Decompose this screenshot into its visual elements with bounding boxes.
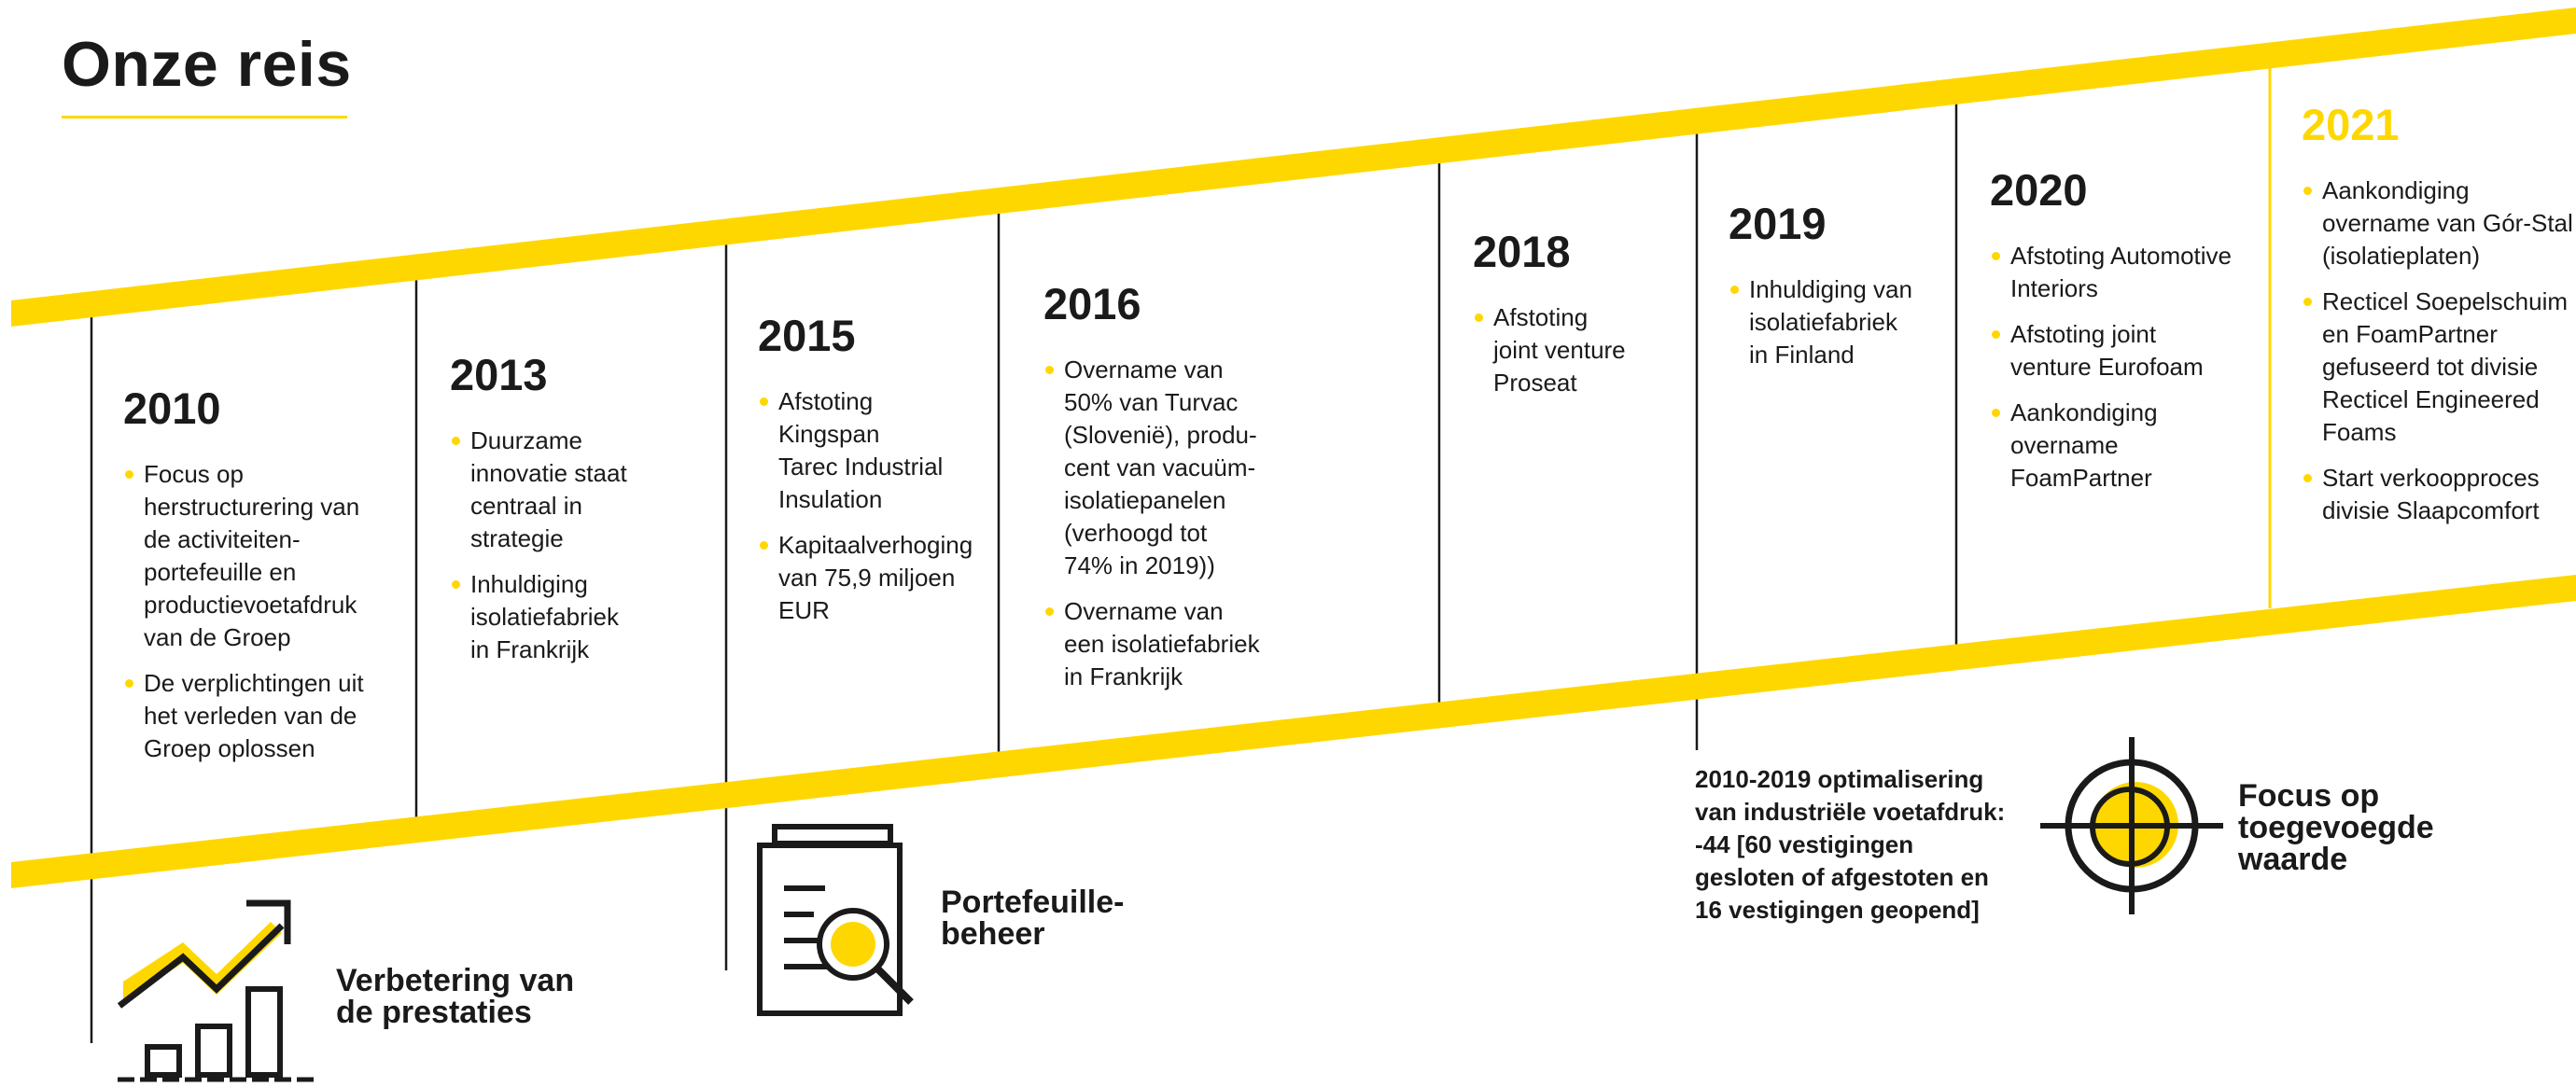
timeline-bullet-text: Duurzame innovatie staat centraal in str… (470, 426, 627, 552)
timeline-bullet-text: Afstoting Automotive Interiors (2010, 242, 2233, 302)
bullet-dot-icon (1992, 409, 2000, 417)
timeline-bullets: Overname van 50% van Turvac (Slovenië), … (1043, 354, 1351, 693)
timeline-bullet: Afstoting joint venture Proseat (1473, 301, 1725, 399)
bullet-dot-icon (1475, 314, 1483, 322)
footprint-note: 2010-2019 optimalisering van industriële… (1695, 765, 2006, 924)
timeline-bullet-text: Kapitaalverhoging van 75,9 miljoen EUR (778, 531, 973, 624)
timeline-bullets: Focus op herstructurering van de activit… (123, 458, 431, 765)
timeline-bullet-text: Aankondiging overname FoamPartner (2010, 398, 2158, 492)
timeline-bullet-text: Overname van een isolatiefabriek in Fran… (1064, 597, 1260, 690)
timeline-bullet-text: Inhuldiging isolatiefabriek in Frankrijk (470, 570, 619, 663)
timeline-year: 2013 (450, 350, 548, 399)
timeline-bullet: Start verkoopproces divisie Slaapcomfort (2302, 462, 2576, 527)
bullet-dot-icon (1045, 607, 1054, 616)
timeline-bullet: Aankondiging overname FoamPartner (1990, 397, 2289, 495)
timeline-bullet-text: De verplichtingen uit het verleden van d… (144, 669, 364, 762)
focus-label: Focus op toegevoegde waarde (2238, 778, 2434, 877)
bullet-dot-icon (1992, 330, 2000, 339)
timeline-bullet: Afstoting joint venture Eurofoam (1990, 318, 2289, 383)
target-crosshair-icon (2040, 737, 2223, 914)
bullet-dot-icon (452, 437, 460, 445)
bullet-dot-icon (1045, 366, 1054, 374)
timeline-bullet: Focus op herstructurering van de activit… (123, 458, 431, 654)
bullet-dot-icon (1992, 252, 2000, 260)
lower-band (11, 575, 2576, 888)
performance-label: Verbetering van de prestaties (336, 963, 575, 1030)
timeline-year: 2020 (1990, 165, 2088, 215)
timeline-bullet-text: Recticel Soepelschuim en FoamPartner gef… (2322, 287, 2569, 446)
timeline-bullets: Afstoting joint venture Proseat (1473, 301, 1725, 399)
timeline-year: 2019 (1729, 199, 1827, 248)
timeline-bullet: Overname van een isolatiefabriek in Fran… (1043, 595, 1351, 693)
bullet-dot-icon (125, 679, 133, 688)
bullet-dot-icon (2303, 298, 2312, 306)
timeline-bullets: Afstoting Kingspan Tarec Industrial Insu… (758, 385, 1038, 627)
document-magnifier-icon (757, 824, 914, 1016)
portfolio-label: Portefeuille- beheer (941, 885, 1125, 952)
timeline-bullet-text: Afstoting joint venture Proseat (1493, 303, 1626, 397)
timeline-bullet: Afstoting Automotive Interiors (1990, 240, 2289, 305)
timeline-year: 2015 (758, 311, 856, 360)
timeline-bullet-text: Start verkoopproces divisie Slaapcomfort (2322, 464, 2540, 524)
bullet-dot-icon (125, 470, 133, 479)
timeline-year: 2010 (123, 383, 221, 433)
bullet-dot-icon (1730, 286, 1739, 294)
timeline-bullet: Overname van 50% van Turvac (Slovenië), … (1043, 354, 1351, 582)
timeline-bullet: De verplichtingen uit het verleden van d… (123, 667, 431, 765)
timeline-bullet: Afstoting Kingspan Tarec Industrial Insu… (758, 385, 1038, 516)
timeline-bullet: Duurzame innovatie staat centraal in str… (450, 425, 730, 555)
bullet-dot-icon (2303, 474, 2312, 482)
timeline-year: 2018 (1473, 227, 1571, 276)
bullet-dot-icon (760, 541, 768, 550)
timeline-bullets: Aankondiging overname van Gór-Stal (isol… (2302, 174, 2576, 527)
rising-chart-icon (117, 899, 319, 1082)
timeline-bullet: Inhuldiging van isolatiefabriek in Finla… (1729, 273, 1999, 371)
timeline-year: 2021 (2302, 100, 2400, 149)
title-underline (62, 116, 347, 118)
timeline-bullet-text: Focus op herstructurering van de activit… (144, 460, 360, 651)
timeline-bullet-text: Inhuldiging van isolatiefabriek in Finla… (1749, 275, 1912, 369)
timeline-bullets: Duurzame innovatie staat centraal in str… (450, 425, 730, 666)
timeline-bullet-text: Afstoting joint venture Eurofoam (2010, 320, 2204, 381)
timeline-year: 2016 (1043, 279, 1141, 328)
timeline-bullet-text: Afstoting Kingspan Tarec Industrial Insu… (778, 387, 944, 513)
page-title: Onze reis (62, 29, 352, 100)
timeline-bullet: Recticel Soepelschuim en FoamPartner gef… (2302, 286, 2576, 449)
upper-band (11, 7, 2576, 327)
timeline-bullet: Inhuldiging isolatiefabriek in Frankrijk (450, 568, 730, 666)
bullet-dot-icon (760, 397, 768, 406)
bullet-dot-icon (452, 580, 460, 589)
timeline-bullets: Inhuldiging van isolatiefabriek in Finla… (1729, 273, 1999, 371)
timeline-bullet-text: Overname van 50% van Turvac (Slovenië), … (1064, 355, 1257, 579)
timeline-bullet: Aankondiging overname van Gór-Stal (isol… (2302, 174, 2576, 272)
timeline-bullet-text: Aankondiging overname van Gór-Stal (isol… (2322, 176, 2573, 270)
timeline-bullet: Kapitaalverhoging van 75,9 miljoen EUR (758, 529, 1038, 627)
bullet-dot-icon (2303, 187, 2312, 195)
